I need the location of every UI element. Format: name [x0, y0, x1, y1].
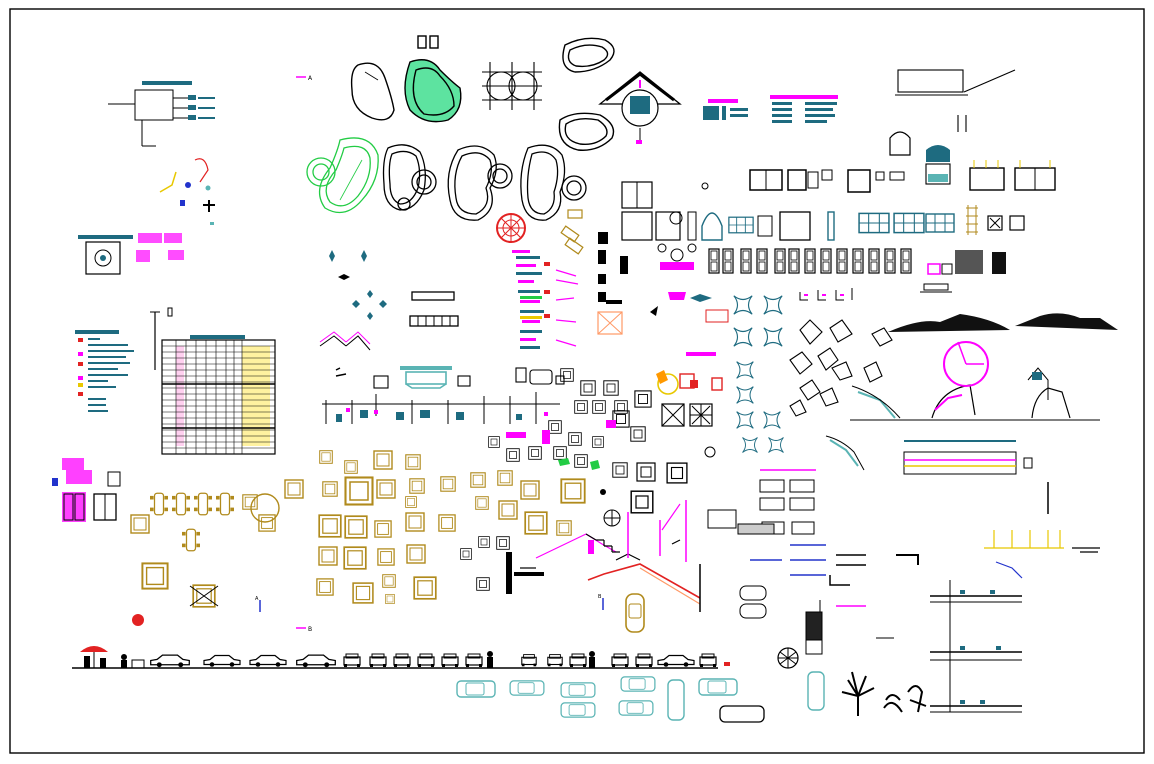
dining-table-icon	[130, 479, 304, 626]
symbol-legend-strips	[512, 232, 628, 349]
street-elevation	[72, 646, 730, 669]
electrical-schematic	[108, 81, 215, 147]
railing-elevation	[319, 331, 560, 424]
stair-icon	[850, 367, 1100, 421]
swimming-pool-icon	[350, 35, 615, 151]
sofa-icon	[316, 450, 586, 604]
diamond-markers	[329, 250, 387, 320]
window-icon-row	[621, 181, 1025, 241]
pool-geometry-plan	[482, 62, 542, 110]
appliance-block	[78, 233, 184, 275]
section-marker-b-bottom: B	[296, 626, 312, 633]
butterfly-shapes	[789, 319, 893, 417]
section-marker-b-right: B	[598, 594, 604, 610]
car-icon	[625, 593, 645, 633]
terrain-silhouette	[888, 313, 1118, 332]
stair-section-ramp	[520, 500, 701, 612]
schedule-table	[161, 335, 276, 455]
section-marker-a-top: A	[296, 75, 313, 82]
plan-symbols-center	[650, 182, 729, 458]
bath-fixtures	[373, 367, 565, 389]
pool-row	[306, 137, 587, 221]
round-table-icon	[496, 213, 526, 243]
column-symbol	[150, 307, 173, 370]
window-door-elevations	[749, 131, 1056, 193]
clock-circle-detail	[943, 341, 989, 387]
section-marker-a-left: A	[255, 596, 261, 612]
lounge-chairs	[560, 209, 584, 255]
black-plan-items	[460, 368, 698, 594]
lighting-symbols	[159, 158, 215, 225]
roof-truss-icon	[598, 71, 682, 144]
section-detail-top-right	[895, 69, 1016, 132]
tile-pattern-blocks	[733, 295, 784, 453]
person-icon	[121, 654, 145, 669]
umbrella-icon	[80, 646, 108, 668]
legend-block	[75, 330, 134, 412]
svg-text:B: B	[598, 594, 602, 600]
section-label: B	[308, 626, 312, 633]
door-icon	[52, 458, 121, 522]
car-top-views	[456, 671, 825, 723]
wall-elevation-strip	[825, 435, 1049, 514]
elevation-marks	[799, 283, 952, 301]
section-label: A	[308, 75, 313, 82]
svg-text:A: A	[255, 596, 259, 602]
column-elevations	[707, 469, 866, 655]
kitchen-counter-elevation	[400, 291, 459, 389]
door-icon-row	[708, 248, 1006, 275]
yellow-railing-elevation	[984, 530, 1100, 579]
title-block-group	[703, 95, 838, 123]
sheet-border	[9, 8, 1145, 754]
wall-section-details	[829, 554, 1022, 713]
tree-icon	[777, 647, 927, 716]
